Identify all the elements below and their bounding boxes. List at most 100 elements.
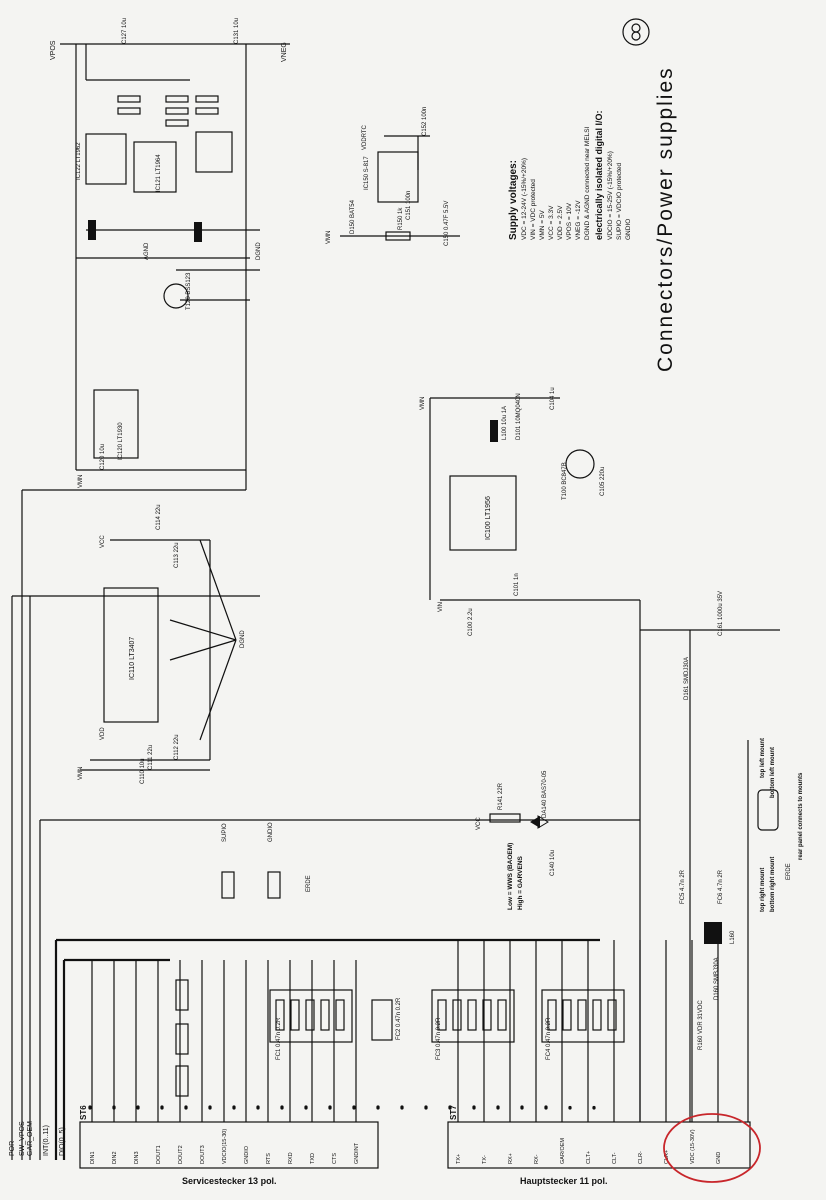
testpoint-dot: [280, 1105, 284, 1109]
component-label: D150 BAT54: [350, 199, 356, 234]
supply-line: VPOS = 10V: [566, 202, 573, 240]
component-label: C120 10u: [100, 444, 106, 470]
filter-cell: [497, 999, 507, 1031]
power-input-section: C161 1000u 35V D161 SMDJ30A L160 D160 SM…: [639, 591, 804, 1183]
low-high-note: Low = WWS (BAOEM): [507, 843, 514, 910]
testpoint-dot: [544, 1105, 548, 1109]
connector-pin-label: CLR-: [638, 1151, 644, 1164]
ic-box: [93, 389, 139, 459]
company-logo: [622, 18, 650, 46]
testpoint-dot: [592, 1105, 596, 1110]
testpoint-dot: [424, 1105, 428, 1109]
testpoint-dot: [136, 1105, 140, 1109]
testpoint-dot: [328, 1105, 332, 1109]
filter-cell: [562, 999, 572, 1031]
transistor-symbol: [163, 283, 189, 309]
filter-blocks: FC1 0.47n 0.2R FC2 0.47n 0.2R FC3 0.47n …: [269, 869, 724, 1060]
connector-pin-label: RX-: [534, 1154, 540, 1164]
net-label-vddrtc: VDDRTC: [362, 124, 368, 150]
connector-pin-label: GNDIO: [244, 1145, 250, 1164]
component-label: C127 10u: [122, 18, 128, 44]
component-label: D161 SMDJ30A: [684, 657, 690, 700]
filter-cell: [577, 999, 587, 1031]
filter-cell: [290, 999, 300, 1031]
testpoint-dot: [496, 1105, 500, 1109]
ic-box: [377, 151, 419, 203]
supply-notes: Supply voltages: VDC = 12-24V (-15%/+20%…: [508, 110, 632, 240]
connector-ref: ST7: [449, 1105, 458, 1120]
component-label: C152 100n: [422, 107, 428, 136]
supply-line: VDC = 12-24V (-15%/+20%): [521, 158, 528, 240]
component-label: C131 10u: [234, 18, 240, 44]
testpoint-marks: [88, 1105, 596, 1110]
connector-pin-label: TX-: [482, 1155, 488, 1164]
component-label: C140 10u: [550, 850, 556, 876]
net-label-agnd: AGND: [144, 242, 150, 260]
component-label: C105 220u: [600, 467, 606, 496]
testpoint-dot: [184, 1105, 188, 1109]
testpoint-dot: [232, 1105, 236, 1109]
testpoint-dot: [160, 1105, 164, 1109]
net-label-dgnd: DGND: [240, 630, 246, 648]
signal-label: GAR_OEM: [27, 1121, 34, 1156]
supply-line: VCC = 3.3V: [548, 205, 555, 240]
connector-pin-label: TX+: [456, 1154, 462, 1164]
component-label: C114 22u: [156, 504, 162, 530]
chassis-mount: [757, 789, 779, 831]
connector-pin-label: DOUT3: [200, 1145, 206, 1164]
supply-line: DGND & AGND connected near MELSI: [584, 126, 591, 240]
component-label: C112 22u: [174, 734, 180, 760]
connector-title: Servicestecker 13 pol.: [182, 1176, 277, 1186]
connector-pin-label: CLR+: [664, 1150, 670, 1164]
mount-note: bottom left mount: [770, 747, 776, 798]
filter-cell: [467, 999, 477, 1031]
ic-box: [133, 141, 177, 193]
connector-pin-label: RX+: [508, 1153, 514, 1164]
testpoint-dot: [112, 1105, 116, 1109]
main-connector: ST7 Hauptstecker 11 pol. TX+TX-RX+RX-GAR…: [447, 940, 751, 1186]
component-label: C101 1n: [514, 573, 520, 596]
net-label-vmn: VMN: [420, 397, 426, 410]
inductor-mark: [88, 220, 96, 240]
ic110-section: IC110 LT3407 VCC VDD VMN C114 22u C113 2…: [78, 504, 246, 784]
connector-ref: ST6: [79, 1105, 88, 1120]
component-label: D160 SMBJ30A: [714, 957, 720, 1000]
component-label: R160 VDR 31VDC: [698, 1000, 704, 1050]
ic-box: [103, 587, 159, 723]
component-label: C110 10u: [140, 758, 146, 784]
low-high-note: High = GARVENS: [517, 855, 524, 910]
connector-pin-label: VDC (15-30V): [690, 1129, 696, 1164]
mount-note: top left mount: [760, 738, 766, 778]
net-label-vcc: VCC: [476, 817, 482, 830]
filter-fc2: [371, 999, 393, 1041]
component-label: C111 22u: [148, 745, 154, 770]
net-label-supio: SUPIO: [222, 823, 228, 842]
net-label-vmn: VMN: [78, 767, 84, 780]
component-label: D101 10MQ040N: [516, 393, 522, 440]
mount-note: bottom right mount: [770, 857, 776, 912]
inductor-mark: [704, 922, 722, 944]
connector-pin-label: DOUT2: [178, 1145, 184, 1164]
inductor-mark: [194, 222, 202, 242]
ic100-section: IC100 LT1956 VMN VIN L100 10u 1A D101 10…: [420, 387, 640, 636]
connector-pin-label: CLT-: [612, 1152, 618, 1164]
supply-line: VDCIO = 15-25V (-15%/+20%): [607, 151, 614, 240]
red-highlight-circle: [663, 1113, 761, 1183]
filter-label: FC1 0.47n 0.2R: [276, 1017, 282, 1060]
net-label-vpos: VPOS: [50, 40, 57, 60]
supply-line: GNDIO: [625, 219, 632, 240]
filter-label: FC5 4.7n 2R: [680, 869, 686, 904]
inductor-mark: [490, 420, 498, 442]
component-label: DA140 BAS70-05: [542, 770, 548, 818]
component-label: R150 1k: [398, 207, 404, 230]
connector-pin-label: GAR/OEM: [560, 1138, 566, 1164]
connector-pin-label: CLT+: [586, 1151, 592, 1164]
testpoint-dot: [208, 1105, 212, 1109]
signal-label: SW_VPOS: [19, 1121, 26, 1156]
net-label-vin: VIN: [438, 602, 444, 612]
connector-pin-label: GNDINT: [354, 1142, 360, 1164]
filter-cell: [547, 999, 557, 1031]
filter-cell: [592, 999, 602, 1031]
